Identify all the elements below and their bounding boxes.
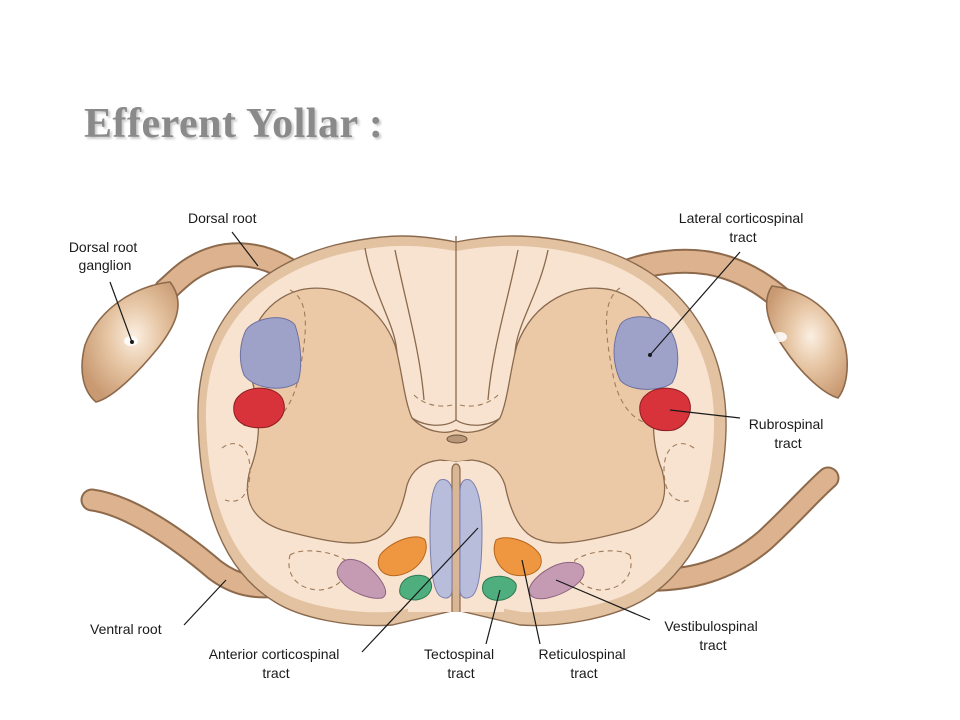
leader-dorsal-root [231,231,259,267]
label-tectospinal-tract: Tectospinal tract [424,646,498,681]
anterior-corticospinal-tract-right [459,479,483,599]
rubrospinal-tract-left [233,387,285,429]
leader-dot-ganglion [130,340,134,344]
leader-dot-lateral-corticospinal [648,353,652,357]
leader-rubrospinal [669,409,741,419]
label-rubrospinal-tract: Rubrospinal tract [749,416,828,451]
anterior-median-fissure [451,463,461,612]
label-anterior-corticospinal-tract: Anterior corticospinal tract [209,646,344,681]
dashed-territory-left-ventral [288,550,347,591]
slide-title: Efferent Yollar : [84,101,384,147]
label-reticulospinal-tract: Reticulospinal tract [538,646,629,681]
tectospinal-tract-right [481,575,517,601]
fasciculus-border-right [487,249,519,401]
label-dorsal-root: Dorsal root [188,210,257,226]
label-dorsal-root-ganglion: Dorsal root ganglion [69,239,141,273]
dashed-territory-left-lateral [221,443,251,502]
label-lateral-corticospinal-tract: Lateral corticospinal tract [679,210,807,245]
dashed-territory-right-lateral [663,443,695,502]
reticulospinal-tract-left [377,536,427,577]
leader-dorsal-root-ganglion [109,281,133,343]
leader-tectospinal [485,589,501,645]
dorsal-root-ganglion-right [765,285,848,399]
lateral-corticospinal-tract-left [239,317,302,389]
gray-matter [246,287,666,544]
leader-reticulospinal [521,559,541,645]
label-ventral-root: Ventral root [90,621,162,637]
fasciculus-border-left [394,249,425,401]
rubrospinal-tract-right [639,387,691,432]
ventral-root-right [628,466,840,592]
central-canal [446,434,468,444]
label-vestibulospinal-tract: Vestibulospinal tract [664,618,761,653]
leader-vestibulospinal [555,579,651,621]
tectospinal-tract-left [399,574,432,601]
anterior-corticospinal-tract-left [429,479,453,599]
dashed-line-dorsal-left [413,394,453,407]
reticulospinal-tract-right [493,537,542,577]
lateral-corticospinal-tract-right [613,316,679,390]
dashed-line-dorsal-right [459,394,499,407]
leader-ventral-root [183,579,227,626]
vestibulospinal-tract-left [336,558,387,599]
leader-anterior-corticospinal [361,527,479,653]
leader-lateral-corticospinal [649,251,741,356]
dashed-territory-right-ventral [573,550,632,591]
